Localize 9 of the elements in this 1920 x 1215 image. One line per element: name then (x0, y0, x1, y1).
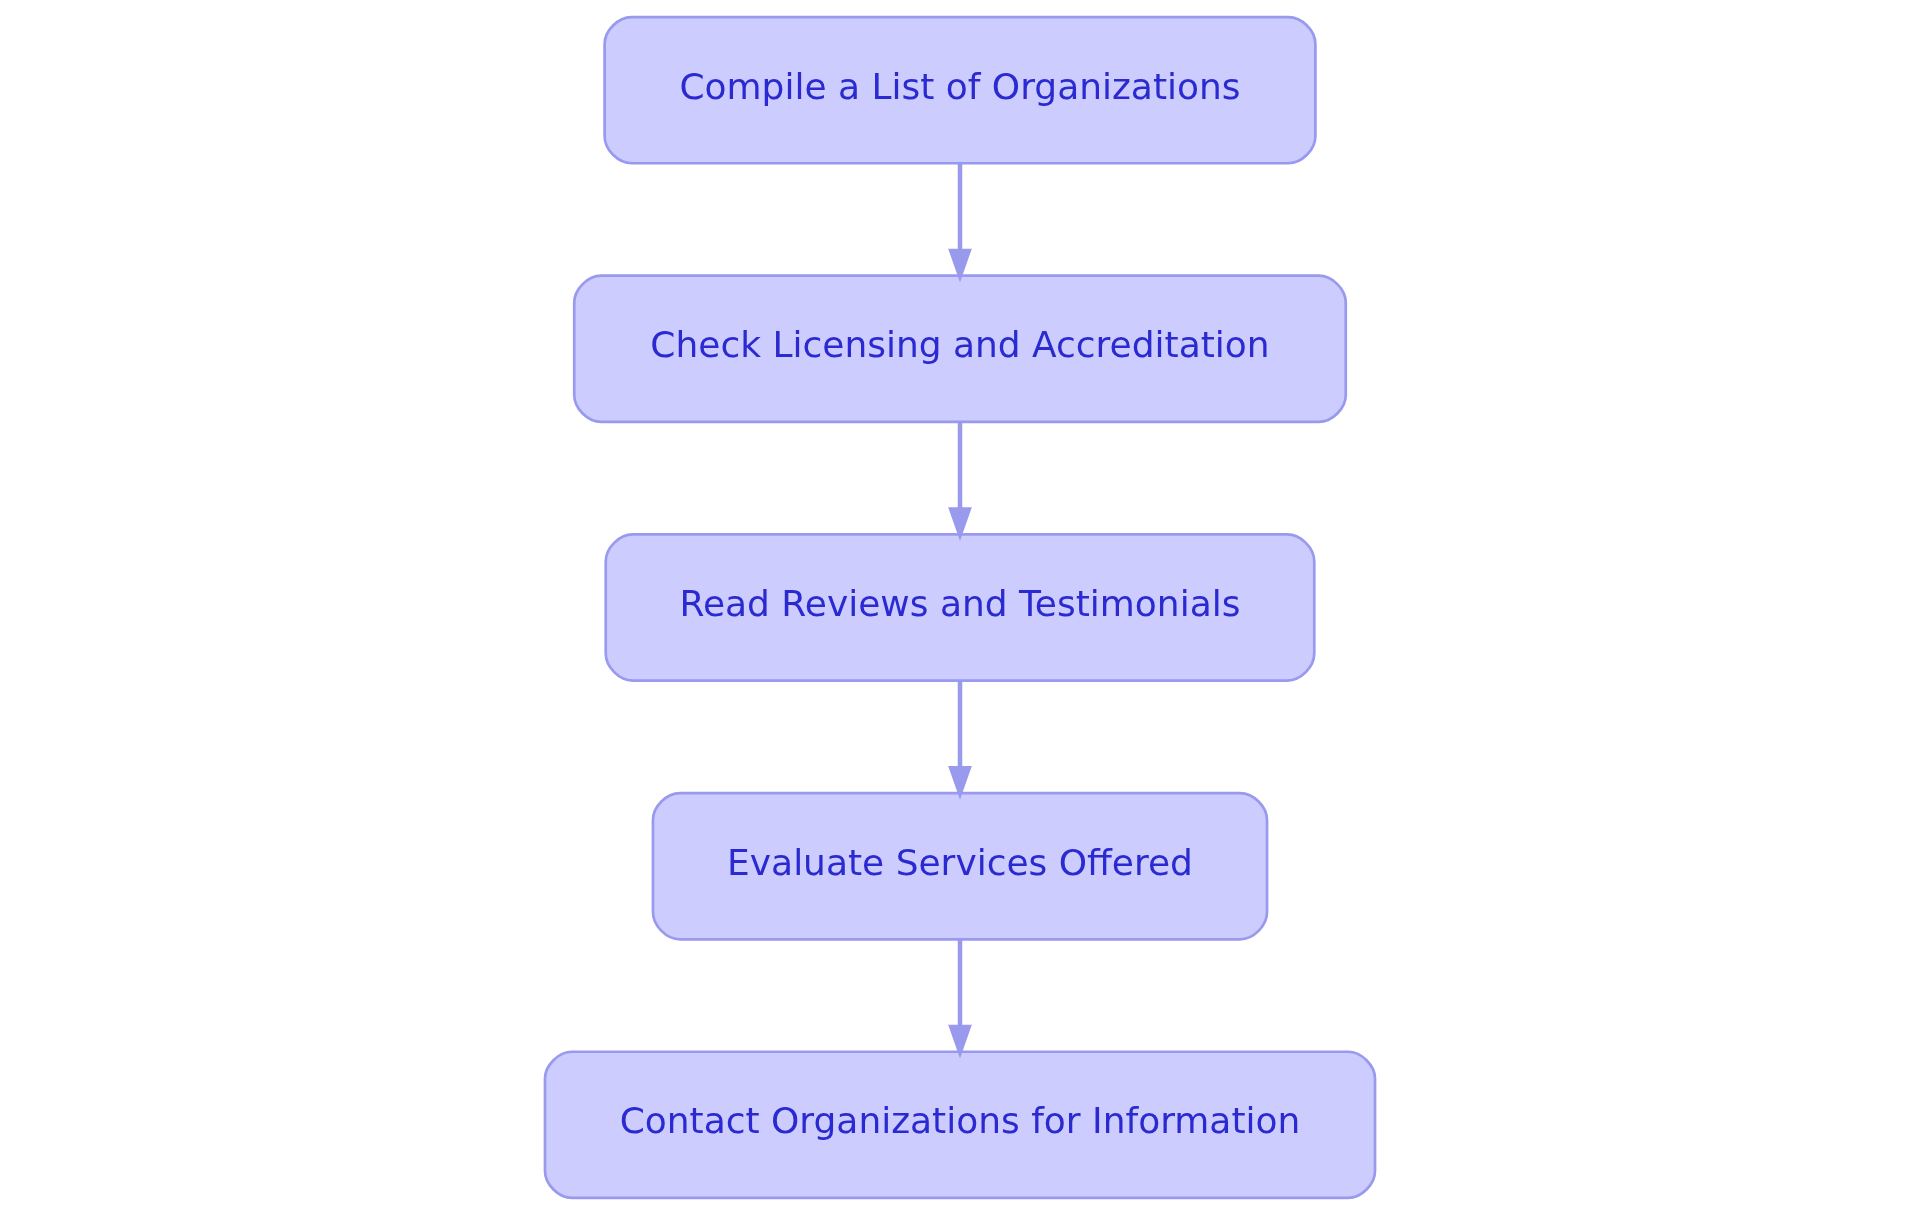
node-box: Check Licensing and Accreditation (572, 274, 1348, 424)
arrow (948, 422, 972, 542)
node-box: Read Reviews and Testimonials (604, 533, 1316, 682)
arrow (948, 163, 972, 283)
node-box: Compile a List of Organizations (603, 15, 1317, 165)
node-box: Evaluate Services Offered (651, 791, 1269, 941)
arrow (948, 939, 972, 1059)
arrow (948, 681, 972, 800)
node-box: Contact Organizations for Information (543, 1050, 1377, 1200)
